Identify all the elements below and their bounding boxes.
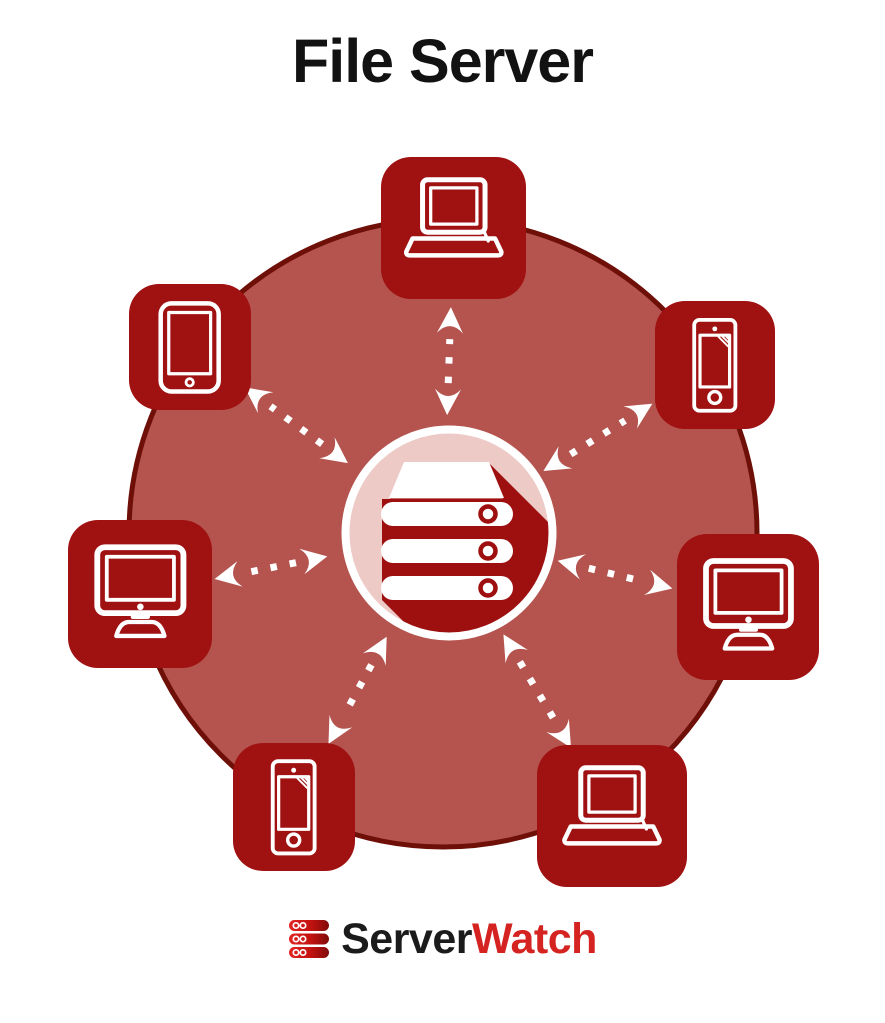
tablet-icon xyxy=(158,300,222,394)
arrowhead-outer-icon xyxy=(214,561,243,587)
dotted-connection-line xyxy=(245,559,297,577)
desktop-icon xyxy=(94,544,187,639)
serverwatch-logo-text: ServerWatch xyxy=(341,918,597,961)
dotted-connection-line xyxy=(444,338,454,384)
connection-arrow-laptop-top xyxy=(435,307,463,416)
connection-arrow-desktop-left xyxy=(214,548,328,587)
arrowhead-inner-icon xyxy=(503,634,528,664)
desktop-icon xyxy=(702,557,794,651)
arrowhead-outer-icon xyxy=(644,569,673,596)
smartphone-icon xyxy=(271,759,317,856)
serverwatch-logo-icon xyxy=(289,920,330,958)
connection-arrow-desktop-right xyxy=(557,554,673,596)
arrowhead-outer-icon xyxy=(328,714,353,744)
connection-arrow-laptop-bottom-right xyxy=(503,634,572,748)
serverwatch-logo: ServerWatch xyxy=(0,918,885,961)
arrowhead-outer-icon xyxy=(436,307,463,334)
logo-text-server: Server xyxy=(341,915,472,963)
device-desktop-left xyxy=(68,520,213,669)
logo-server-bars xyxy=(289,920,330,958)
server-stack-icon xyxy=(381,462,513,600)
arrowhead-inner-icon xyxy=(362,636,387,666)
smartphone-icon xyxy=(692,317,738,413)
dotted-connection-line xyxy=(587,564,643,585)
device-phone-bottom-left xyxy=(233,743,356,872)
connection-arrow-phone-bottom-left xyxy=(328,636,387,744)
arrowhead-inner-icon xyxy=(435,388,462,416)
logo-text-watch: Watch xyxy=(472,915,597,963)
arrowhead-inner-icon xyxy=(557,554,587,580)
arrowhead-inner-icon xyxy=(319,437,348,464)
hub-ring xyxy=(341,425,557,641)
device-laptop-bottom-right xyxy=(536,745,687,888)
arrowhead-inner-icon xyxy=(299,548,328,575)
device-laptop-top xyxy=(381,157,527,300)
laptop-icon xyxy=(562,765,662,846)
arrowhead-outer-icon xyxy=(244,387,274,414)
laptop-icon xyxy=(403,176,504,258)
device-tablet-top-left xyxy=(128,284,251,411)
arrowhead-outer-icon xyxy=(623,403,653,429)
arrowhead-outer-icon xyxy=(546,718,572,748)
device-desktop-right xyxy=(677,533,820,680)
arrowhead-inner-icon xyxy=(543,446,573,471)
connection-arrow-tablet-top-left xyxy=(244,387,348,464)
connection-arrow-phone-top-right xyxy=(543,403,653,471)
device-phone-top-right xyxy=(655,300,776,429)
page-title: File Server xyxy=(292,27,594,95)
